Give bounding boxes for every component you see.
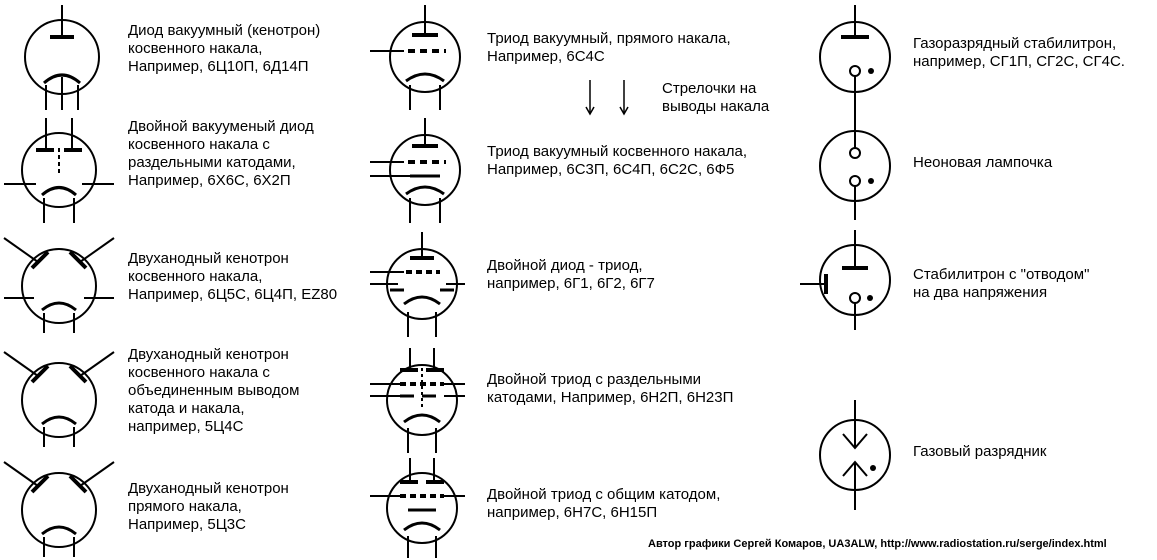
neon-lamp-symbol [815, 110, 895, 220]
double-diode-triode-label: Двойной диод - триод, например, 6Г1, 6Г2… [487, 257, 655, 292]
heater-lead-arrows-icon [580, 80, 640, 118]
gas-arrester-symbol [815, 400, 895, 510]
double-triode-separate-cathodes-symbol [370, 348, 465, 453]
double-triode-common-cathode-symbol [370, 458, 465, 558]
gas-arrester-label: Газовый разрядник [913, 443, 1047, 460]
triode-indirect-heating-symbol [370, 118, 460, 223]
dual-anode-kenotron-indirect-symbol [4, 238, 114, 333]
gas-discharge-stabilitron-symbol [815, 5, 895, 110]
triode-indirect-heating-label: Триод вакуумный косвенного накала, Напри… [487, 143, 748, 178]
vacuum-diode-indirect-label: Диод вакуумный (кенотрон) косвенного нак… [128, 22, 321, 75]
double-diode-triode-symbol [370, 232, 465, 337]
dual-anode-kenotron-combined-lead-label: Двуханодный кенотрон косвенного накала с… [128, 346, 300, 435]
vacuum-diode-indirect-symbol [10, 5, 110, 110]
stabilitron-with-tap-label: Стабилитрон с "отводом" на два напряжени… [913, 266, 1090, 301]
double-triode-separate-cathodes-label: Двойной триод с раздельными катодами, На… [487, 371, 734, 406]
author-credit: Автор графики Сергей Комаров, UA3ALW, ht… [648, 538, 1107, 550]
neon-lamp-label: Неоновая лампочка [913, 154, 1053, 171]
dual-anode-kenotron-combined-lead-symbol [4, 352, 114, 447]
triode-direct-heating-label: Триод вакуумный, прямого накала, Наприме… [487, 30, 731, 65]
dual-anode-kenotron-direct-symbol [4, 462, 114, 557]
double-diode-separate-cathodes-symbol [4, 118, 114, 223]
gas-discharge-stabilitron-label: Газоразрядный стабилитрон, например, СГ1… [913, 35, 1125, 70]
stabilitron-with-tap-symbol [800, 230, 895, 330]
double-diode-separate-cathodes-label: Двойной вакууменый диод косвенного накал… [128, 118, 314, 189]
double-triode-common-cathode-label: Двойной триод с общим катодом, например,… [487, 486, 721, 521]
heater-arrows-note: Стрелочки на выводы накала [662, 80, 770, 115]
dual-anode-kenotron-indirect-label: Двуханодный кенотрон косвенного накала, … [128, 250, 338, 303]
dual-anode-kenotron-direct-label: Двуханодный кенотрон прямого накала, Нап… [128, 480, 289, 533]
triode-direct-heating-symbol [370, 5, 460, 110]
